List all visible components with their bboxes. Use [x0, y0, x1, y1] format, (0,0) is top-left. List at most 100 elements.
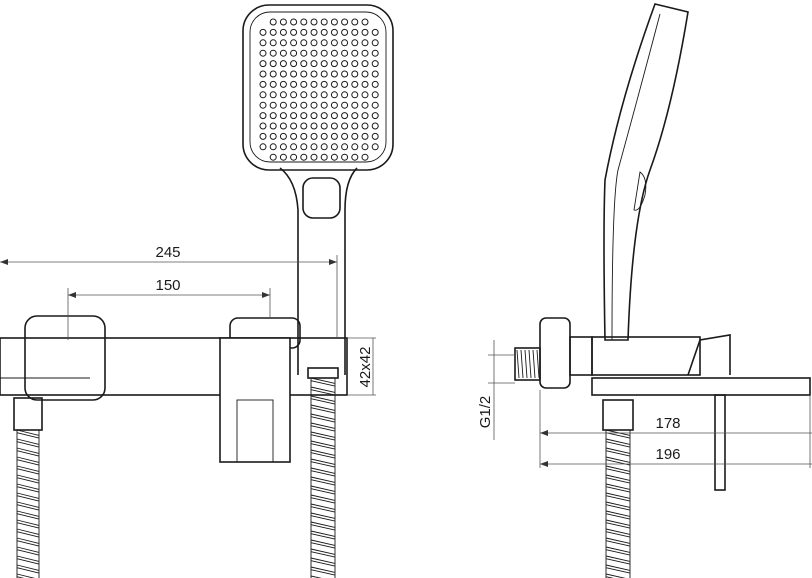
- nozzle: [259, 70, 267, 78]
- nozzle: [300, 122, 308, 130]
- nozzle: [341, 112, 349, 120]
- nozzle: [330, 132, 338, 140]
- nozzle: [351, 91, 359, 99]
- nozzle: [269, 18, 277, 26]
- nozzle: [330, 28, 338, 36]
- nozzle: [330, 80, 338, 88]
- nozzle: [290, 91, 298, 99]
- mode-button: [302, 177, 341, 219]
- nozzle: [320, 132, 328, 140]
- nozzle: [320, 28, 328, 36]
- nozzle: [330, 112, 338, 120]
- nozzle: [310, 28, 318, 36]
- nozzle: [290, 39, 298, 47]
- nozzle: [310, 91, 318, 99]
- nozzle: [341, 49, 349, 57]
- nozzle: [279, 112, 287, 120]
- nozzle: [259, 28, 267, 36]
- nozzle: [341, 80, 349, 88]
- nozzle: [279, 70, 287, 78]
- nozzle: [351, 132, 359, 140]
- nozzle: [269, 60, 277, 68]
- nozzle: [259, 91, 267, 99]
- nozzle: [269, 122, 277, 130]
- nozzle: [320, 101, 328, 109]
- nozzle: [330, 39, 338, 47]
- nozzle: [341, 122, 349, 130]
- nozzle: [341, 91, 349, 99]
- side-hose: [602, 399, 634, 578]
- nozzle: [341, 18, 349, 26]
- nozzle: [330, 101, 338, 109]
- nozzle: [351, 49, 359, 57]
- nozzle: [310, 70, 318, 78]
- nozzle: [330, 49, 338, 57]
- nozzle: [341, 39, 349, 47]
- nozzle: [371, 143, 379, 151]
- nozzle: [371, 101, 379, 109]
- side-thread: [514, 347, 541, 381]
- nozzle: [259, 39, 267, 47]
- dimension-245: 245: [0, 244, 338, 338]
- nozzle: [259, 132, 267, 140]
- nozzle: [290, 18, 298, 26]
- right-hose: [307, 367, 339, 578]
- nozzle: [279, 101, 287, 109]
- nozzle: [351, 18, 359, 26]
- nozzle: [259, 143, 267, 151]
- nozzle: [269, 143, 277, 151]
- nozzle: [310, 153, 318, 161]
- dim-150-label: 150: [155, 277, 180, 294]
- dim-42x42-label: 42x42: [357, 347, 374, 388]
- nozzle: [310, 49, 318, 57]
- nozzle: [310, 143, 318, 151]
- nozzle: [320, 112, 328, 120]
- dimension-150: 150: [67, 277, 271, 340]
- nozzle: [269, 28, 277, 36]
- nozzle: [310, 112, 318, 120]
- nozzle: [310, 80, 318, 88]
- nozzle: [361, 60, 369, 68]
- nozzle: [320, 153, 328, 161]
- nozzle: [290, 143, 298, 151]
- nozzle: [351, 80, 359, 88]
- nozzle: [341, 70, 349, 78]
- nozzle: [279, 60, 287, 68]
- nozzle: [320, 49, 328, 57]
- mixer-body: [0, 315, 348, 463]
- nozzle: [341, 101, 349, 109]
- shower-head: [242, 4, 394, 375]
- nozzle: [361, 101, 369, 109]
- nozzle: [310, 18, 318, 26]
- nozzle: [259, 60, 267, 68]
- nozzle: [300, 70, 308, 78]
- nozzle: [320, 80, 328, 88]
- nozzle: [310, 122, 318, 130]
- nozzle: [300, 153, 308, 161]
- nozzle: [330, 60, 338, 68]
- nozzle: [361, 132, 369, 140]
- nozzle: [361, 143, 369, 151]
- nozzle: [279, 132, 287, 140]
- nozzle: [371, 80, 379, 88]
- nozzle: [290, 70, 298, 78]
- nozzle: [310, 39, 318, 47]
- nozzle: [351, 70, 359, 78]
- nozzle: [290, 60, 298, 68]
- nozzle: [351, 39, 359, 47]
- nozzle: [351, 153, 359, 161]
- nozzle: [290, 49, 298, 57]
- nozzle: [371, 60, 379, 68]
- nozzle: [300, 39, 308, 47]
- nozzle: [361, 153, 369, 161]
- nozzle: [371, 91, 379, 99]
- nozzle: [279, 153, 287, 161]
- nozzle: [371, 112, 379, 120]
- front-view: 245 150 42x42: [0, 4, 394, 578]
- nozzle: [300, 49, 308, 57]
- nozzle: [341, 132, 349, 140]
- nozzle: [341, 28, 349, 36]
- nozzle: [320, 18, 328, 26]
